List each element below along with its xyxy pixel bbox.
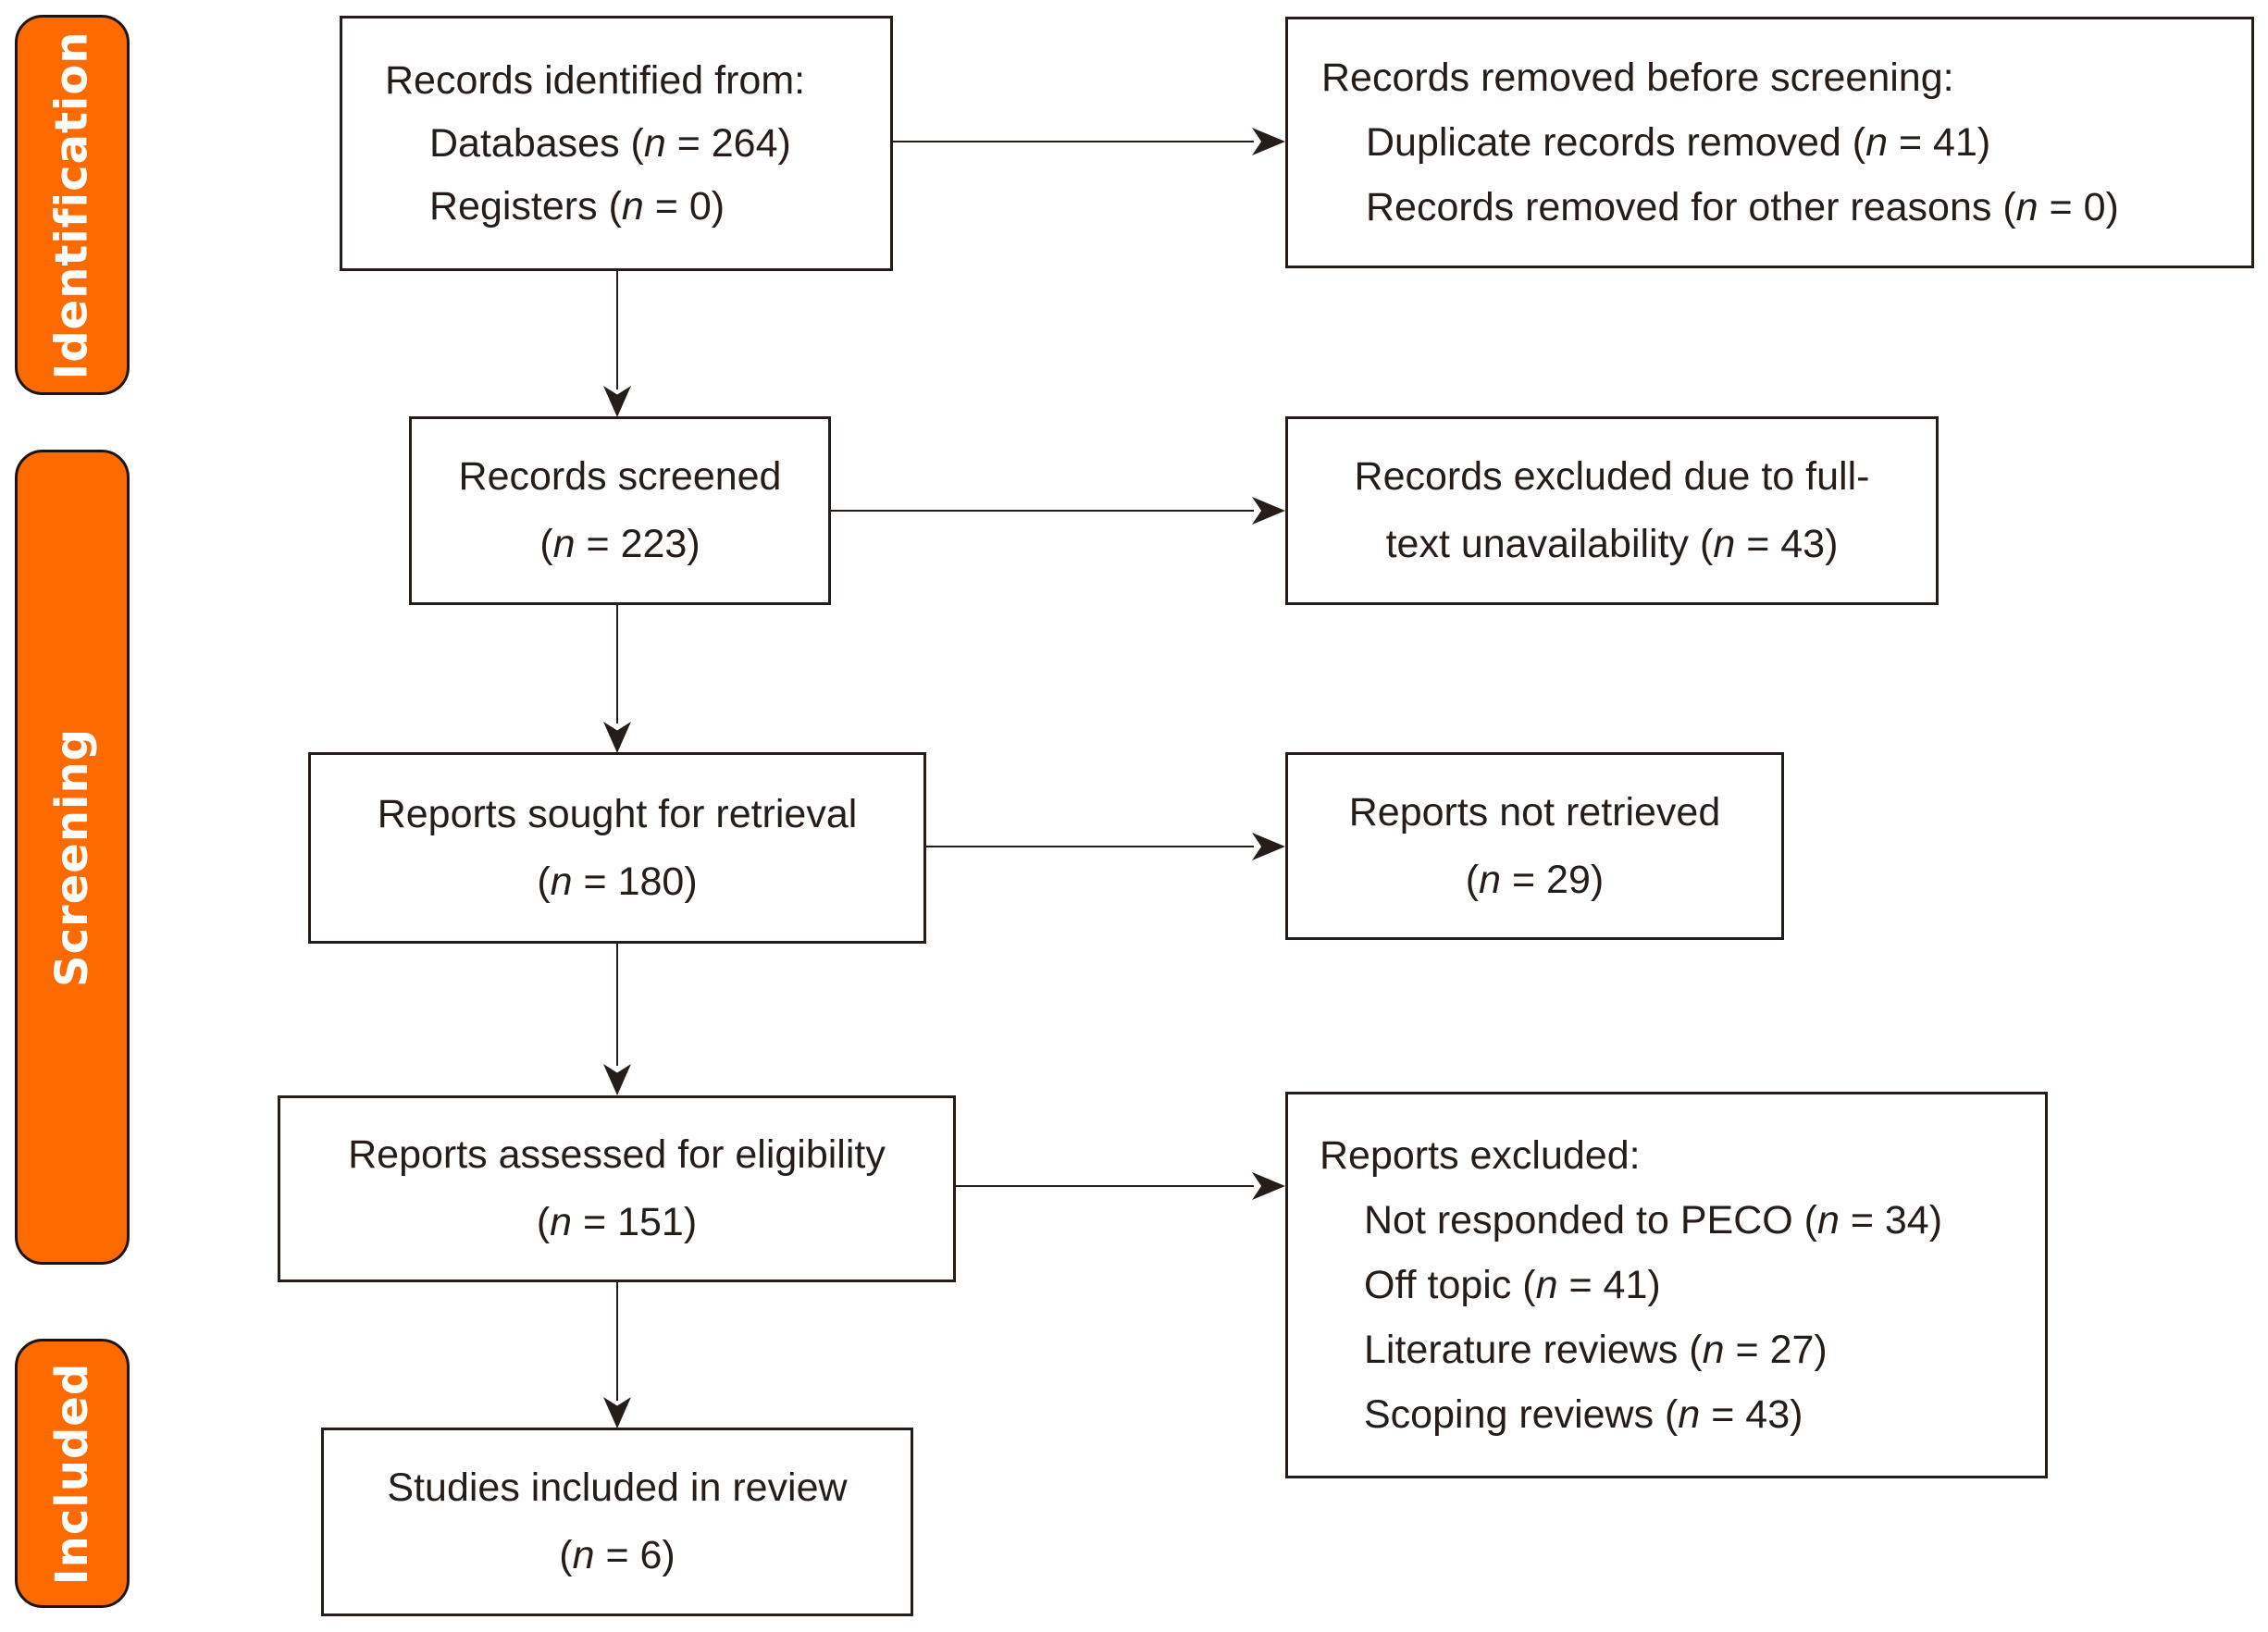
- arrow-assessed-to-included-head: [603, 1397, 631, 1428]
- box-line: Off topic (n = 41): [1364, 1263, 1661, 1307]
- box-line: Scoping reviews (n = 43): [1364, 1392, 1803, 1437]
- box-line: Literature reviews (n = 27): [1364, 1328, 1828, 1372]
- arrow-identified-to-removed-head: [1252, 128, 1285, 155]
- box-line: (n = 223): [539, 522, 700, 566]
- box-records-removed-before-screening: Records removed before screening: Duplic…: [1285, 17, 2254, 268]
- arrow-sought-to-assessed-head: [603, 1064, 631, 1095]
- stage-label-identification: Identification: [46, 30, 99, 380]
- box-line: Reports excluded:: [1320, 1133, 1641, 1178]
- arrow-sought-to-notretrieved-head: [1252, 833, 1285, 860]
- box-line: Duplicate records removed (n = 41): [1366, 120, 1991, 165]
- box-reports-sought: Reports sought for retrieval (n = 180): [308, 752, 926, 944]
- stage-label-screening: Screening: [46, 727, 98, 987]
- box-line: (n = 6): [559, 1533, 675, 1577]
- box-records-excluded-fulltext: Records excluded due to full- text unava…: [1285, 416, 1939, 605]
- box-line: Reports sought for retrieval: [377, 791, 858, 836]
- arrow-assessed-to-included-line: [616, 1282, 618, 1401]
- arrow-assessed-to-excluded-line: [956, 1185, 1254, 1187]
- box-line: Records removed for other reasons (n = 0…: [1366, 185, 2119, 229]
- box-line: Records screened: [458, 454, 782, 499]
- box-line: Reports assessed for eligibility: [348, 1132, 886, 1177]
- arrow-identified-to-removed-line: [893, 141, 1254, 142]
- arrow-assessed-to-excluded-head: [1252, 1172, 1285, 1200]
- box-line: (n = 180): [537, 859, 698, 904]
- stage-identification: Identification: [15, 15, 130, 395]
- arrow-screened-to-excluded-line: [831, 510, 1254, 512]
- box-line: Records identified from:: [385, 58, 806, 103]
- arrow-sought-to-notretrieved-line: [926, 846, 1254, 847]
- box-line: Studies included in review: [387, 1465, 848, 1510]
- arrow-screened-to-sought-head: [603, 722, 631, 753]
- box-line: Reports not retrieved: [1348, 789, 1721, 835]
- stage-screening: Screening: [15, 450, 130, 1265]
- arrow-screened-to-sought-line: [616, 605, 618, 723]
- box-line: Databases (n = 264): [429, 121, 791, 166]
- arrow-identified-to-screened-head: [603, 386, 631, 417]
- box-line: Records removed before screening:: [1321, 56, 1954, 100]
- stage-label-included: Included: [46, 1362, 99, 1585]
- box-reports-not-retrieved: Reports not retrieved (n = 29): [1285, 752, 1784, 940]
- arrow-identified-to-screened-line: [616, 271, 618, 389]
- box-records-screened: Records screened (n = 223): [409, 416, 831, 605]
- box-line: Records excluded due to full-: [1354, 454, 1870, 499]
- stage-included: Included: [15, 1339, 130, 1608]
- box-line: (n = 151): [536, 1200, 698, 1244]
- arrow-screened-to-excluded-head: [1252, 497, 1285, 525]
- box-line: Not responded to PECO (n = 34): [1364, 1198, 1943, 1243]
- arrow-sought-to-assessed-line: [616, 944, 618, 1066]
- box-records-identified: Records identified from: Databases (n = …: [340, 16, 893, 271]
- box-reports-excluded: Reports excluded: Not responded to PECO …: [1285, 1092, 2048, 1478]
- box-studies-included: Studies included in review (n = 6): [321, 1428, 913, 1616]
- box-line: Registers (n = 0): [429, 184, 725, 229]
- box-line: (n = 29): [1465, 857, 1605, 902]
- box-reports-assessed: Reports assessed for eligibility (n = 15…: [278, 1095, 956, 1282]
- box-line: text unavailability (n = 43): [1385, 522, 1839, 566]
